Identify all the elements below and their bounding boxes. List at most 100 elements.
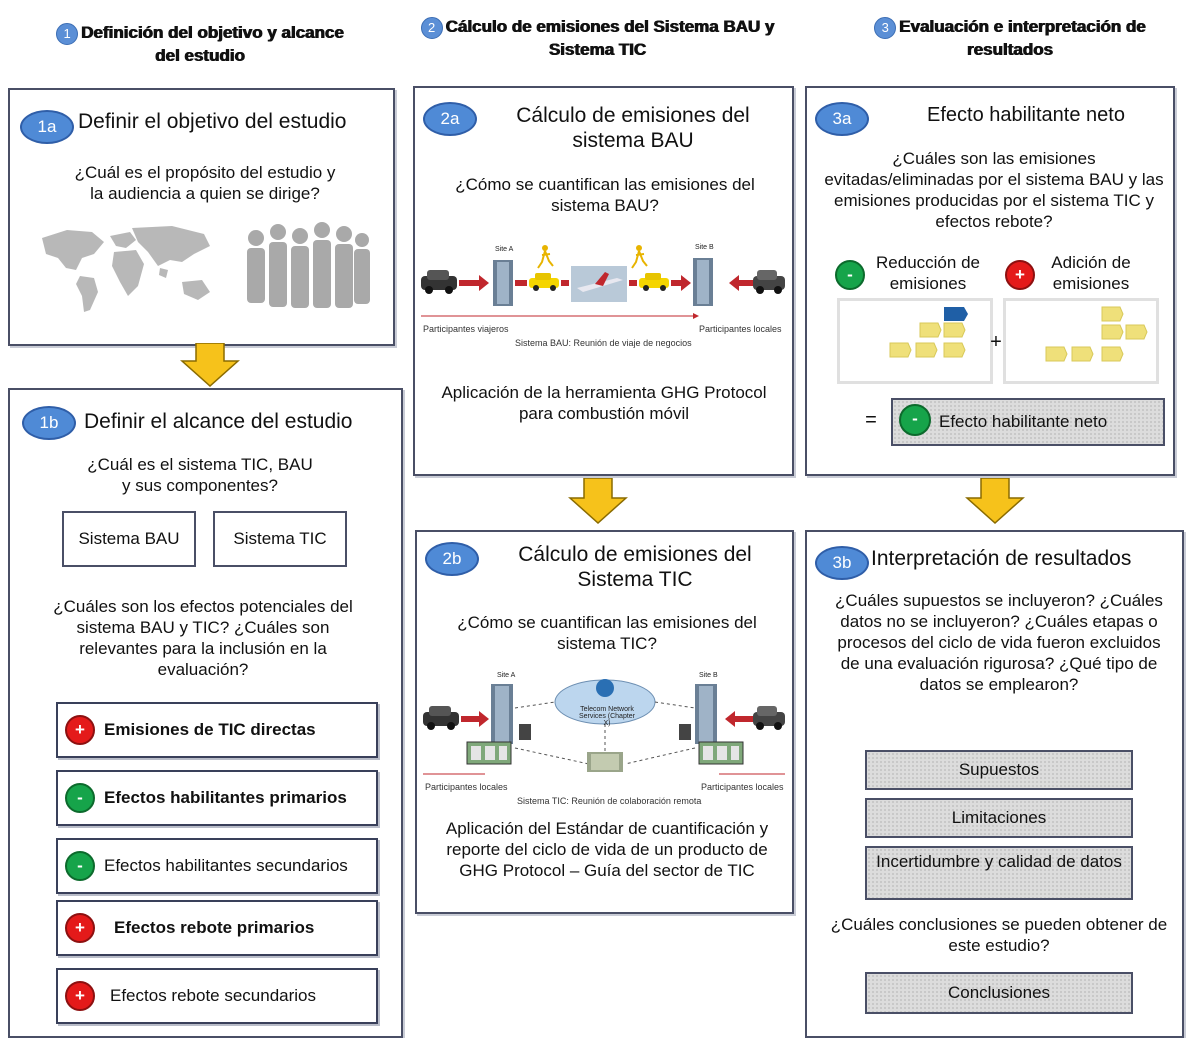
car-icon: [421, 270, 457, 294]
bau-site-a-label: Site A: [495, 246, 514, 253]
reduction-label: Reducción de emisiones: [876, 253, 980, 293]
arrow-2a-to-2b: [568, 478, 628, 524]
bau-left-caption: Participantes viajeros: [423, 324, 509, 334]
building-icon: [693, 258, 713, 306]
effect-label: Efectos habilitantes primarios: [104, 788, 347, 807]
bau-bottom-caption: Sistema BAU: Reunión de viaje de negocio…: [515, 338, 692, 348]
effect-label: Efectos habilitantes secundarios: [104, 856, 348, 875]
plus-icon: +: [65, 913, 95, 943]
panel-2a: 2a Cálculo de emisiones del sistema BAU …: [413, 86, 794, 476]
tic-bottom-caption: Sistema TIC: Reunión de colaboración rem…: [517, 796, 702, 806]
panel-3a: 3a Efecto habilitante neto ¿Cuáles son l…: [805, 86, 1175, 476]
plus-operator: +: [990, 331, 1002, 353]
tic-cloud-label: Telecom Network Services (Chapter X): [578, 706, 636, 727]
panel-2a-title: Cálculo de emisiones del sistema BAU: [516, 104, 750, 152]
minus-icon: -: [65, 783, 95, 813]
net-enabling-effect-box: - Efecto habilitante neto: [891, 398, 1165, 446]
emission-blocks-icon: [1045, 306, 1148, 362]
panel-1b-question-effects: ¿Cuáles son los efectos potenciales del …: [53, 597, 353, 679]
tic-right-caption: Participantes locales: [701, 782, 784, 792]
panel-2a-tag: 2a: [423, 102, 477, 136]
bau-system-box: Sistema BAU: [62, 511, 196, 567]
people-icon: [247, 222, 370, 308]
plus-icon: +: [1005, 260, 1035, 290]
equals-operator: =: [865, 409, 877, 431]
conclusion-question: ¿Cuáles conclusiones se pueden obtener d…: [830, 915, 1168, 955]
reduction-blocks: [837, 298, 993, 384]
taxi-icon: [529, 273, 559, 291]
tic-collaboration-illustration: [423, 679, 785, 775]
car-icon: [423, 706, 459, 730]
effect-direct-ict: + Emisiones de TIC directas: [56, 702, 378, 758]
limitations-box: Limitaciones: [865, 798, 1133, 838]
arrow-1a-to-1b: [180, 343, 240, 387]
step-3-title: Evaluación e interpretación de resultado…: [899, 17, 1146, 59]
world-map-icon: [42, 226, 210, 312]
panel-2b-application: Aplicación del Estándar de cuantificació…: [445, 819, 769, 880]
video-screen-icon: [698, 741, 744, 765]
assumptions-box: Supuestos: [865, 750, 1133, 790]
data-center-icon: [587, 752, 623, 772]
panel-3b-questions: ¿Cuáles supuestos se incluyeron? ¿Cuáles…: [835, 591, 1163, 694]
effect-label: Efectos rebote primarios: [114, 918, 315, 937]
step-1-number: 1: [56, 22, 79, 45]
step-3-number: 3: [874, 16, 897, 39]
panel-1a-tag: 1a: [20, 110, 74, 144]
panel-1b-question-components: ¿Cuál es el sistema TIC, BAU y sus compo…: [87, 455, 313, 495]
bau-right-caption: Participantes locales: [699, 324, 782, 334]
panel-3b: 3b Interpretación de resultados ¿Cuáles …: [805, 530, 1184, 1038]
panel-1b-title: Definir el alcance del estudio: [84, 410, 353, 433]
person-walking-icon: [631, 245, 648, 269]
building-icon: [491, 684, 513, 744]
panel-2b-title: Cálculo de emisiones del Sistema TIC: [518, 543, 752, 591]
addition-label: Adición de emisiones: [1051, 253, 1131, 293]
tic-site-b-label: Site B: [699, 672, 718, 679]
panel-2b: 2b Cálculo de emisiones del Sistema TIC …: [415, 530, 794, 914]
tic-left-caption: Participantes locales: [425, 782, 508, 792]
tic-site-a-label: Site A: [497, 672, 516, 679]
minus-icon: -: [899, 404, 931, 436]
car-icon: [753, 270, 785, 294]
panel-2b-tag: 2b: [425, 542, 479, 576]
minus-icon: -: [65, 851, 95, 881]
step-1-title: Definición del objetivo y alcance del es…: [81, 23, 344, 65]
effect-primary-rebound: + Efectos rebote primarios: [56, 900, 378, 956]
panel-3b-title: Interpretación de resultados: [871, 547, 1132, 570]
panel-1a-question: ¿Cuál es el propósito del estudio y la a…: [74, 163, 336, 203]
taxi-icon: [639, 273, 669, 291]
panel-3b-tag: 3b: [815, 546, 869, 580]
effect-secondary-rebound: + Efectos rebote secundarios: [56, 968, 378, 1024]
bau-travel-illustration: [421, 245, 785, 319]
plus-icon: +: [65, 715, 95, 745]
plus-icon: +: [65, 981, 95, 1011]
airplane-icon: [571, 266, 627, 302]
panel-3a-title: Efecto habilitante neto: [927, 104, 1125, 126]
car-icon: [753, 706, 785, 730]
video-screen-icon: [466, 741, 512, 765]
panel-3a-tag: 3a: [815, 102, 869, 136]
bau-site-b-label: Site B: [695, 244, 714, 251]
conclusions-box: Conclusiones: [865, 972, 1133, 1014]
panel-3a-question: ¿Cuáles son las emisiones evitadas/elimi…: [824, 149, 1164, 231]
effect-label: Emisiones de TIC directas: [104, 720, 316, 739]
minus-icon: -: [835, 260, 865, 290]
net-enabling-effect-label: Efecto habilitante neto: [939, 412, 1108, 431]
uncertainty-box: Incertidumbre y calidad de datos: [865, 846, 1133, 900]
panel-1a: 1a Definir el objetivo del estudio ¿Cuál…: [8, 88, 395, 346]
step-2-title: Cálculo de emisiones del Sistema BAU y S…: [445, 17, 775, 59]
addition-blocks: [1003, 298, 1159, 384]
effect-secondary-enabling: - Efectos habilitantes secundarios: [56, 838, 378, 894]
person-walking-icon: [537, 245, 554, 269]
panel-2b-question: ¿Cómo se cuantifican las emisiones del s…: [457, 613, 757, 653]
emission-blocks-icon: [889, 307, 968, 358]
building-icon: [695, 684, 717, 744]
panel-2a-question: ¿Cómo se cuantifican las emisiones del s…: [455, 175, 755, 215]
panel-1b-tag: 1b: [22, 406, 76, 440]
panel-2a-application: Aplicación de la herramienta GHG Protoco…: [441, 383, 767, 423]
panel-1b: 1b Definir el alcance del estudio ¿Cuál …: [8, 388, 403, 1038]
step-2-number: 2: [420, 16, 443, 39]
effect-primary-enabling: - Efectos habilitantes primarios: [56, 770, 378, 826]
